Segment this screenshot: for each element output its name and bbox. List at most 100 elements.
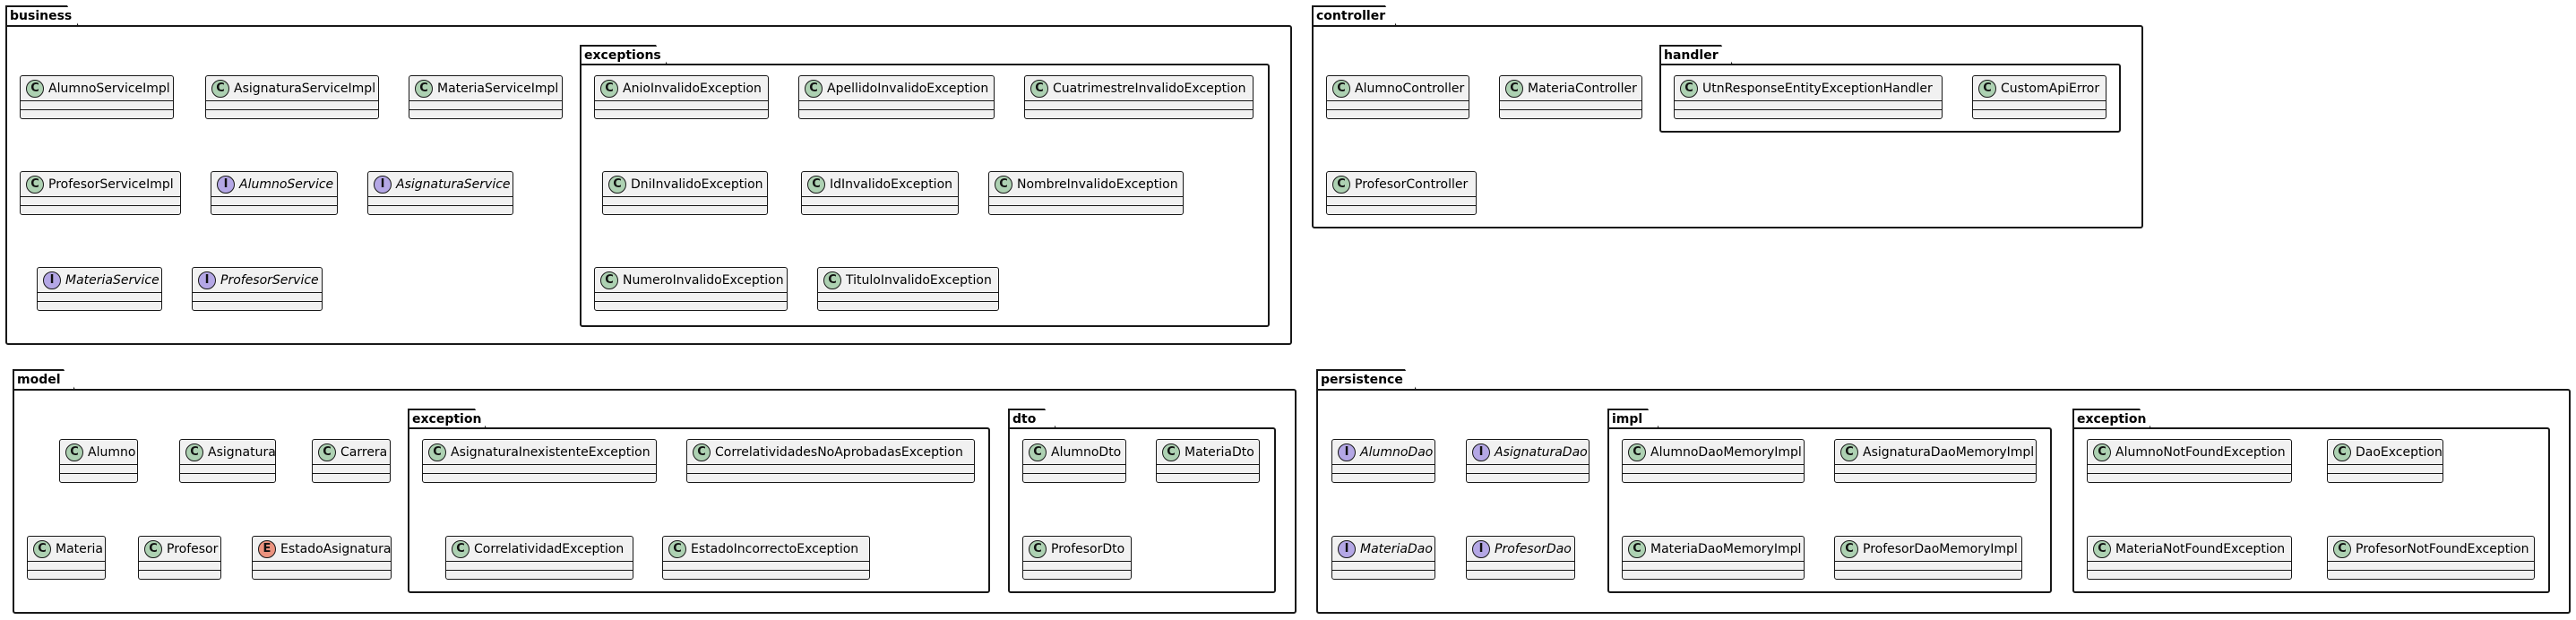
package-label-impl: impl (1612, 412, 1643, 426)
class-name: AsignaturaDaoMemoryImpl (1863, 444, 2035, 460)
package-model (13, 389, 1297, 614)
class-name: MateriaNotFoundException (2115, 541, 2286, 556)
package-label-handler: handler (1664, 48, 1719, 63)
package-tab-business: business (5, 5, 79, 26)
class-AsignaturaServiceImpl[interactable]: C AsignaturaServiceImpl (205, 75, 379, 119)
interface-name: AlumnoDao (1360, 444, 1434, 460)
class-stereotype-icon: C (1680, 79, 1698, 98)
package-tab-exceptions: exceptions (580, 45, 668, 65)
class-name: AlumnoController (1355, 81, 1465, 96)
class-name: AsignaturaServiceImpl (234, 81, 376, 96)
class-name: ProfesorDaoMemoryImpl (1863, 541, 2018, 556)
package-tab-impl: impl (1607, 409, 1659, 428)
interface-stereotype-icon: I (1338, 443, 1356, 461)
class-DniInvalidoException[interactable]: C DniInvalidoException (602, 171, 768, 215)
interface-name: AlumnoService (239, 177, 334, 192)
class-name: Carrera (340, 444, 388, 460)
class-stereotype-icon: C (452, 539, 470, 558)
class-stereotype-icon: C (1840, 539, 1858, 558)
class-name: MateriaDaoMemoryImpl (1650, 541, 1802, 556)
interface-name: ProfesorService (220, 272, 319, 288)
interface-AsignaturaDao[interactable]: I AsignaturaDao (1466, 439, 1590, 483)
class-stereotype-icon: C (26, 79, 44, 98)
package-controller (1312, 25, 2143, 228)
class-stereotype-icon: C (415, 79, 433, 98)
class-name: AsignaturaInexistenteException (451, 444, 650, 460)
class-MateriaServiceImpl[interactable]: C MateriaServiceImpl (409, 75, 563, 119)
package-tab-persistence-exception: exception (2072, 409, 2151, 428)
package-label-persistence-exception: exception (2077, 412, 2147, 426)
package-business (5, 25, 1292, 345)
class-name: AnioInvalidoException (623, 81, 762, 96)
class-AsignaturaInexistenteException[interactable]: C AsignaturaInexistenteException (422, 439, 657, 483)
class-name: IdInvalidoException (830, 177, 953, 192)
class-name: DniInvalidoException (631, 177, 763, 192)
class-stereotype-icon: C (211, 79, 229, 98)
class-name: NumeroInvalidoException (623, 272, 784, 288)
interface-name: AsignaturaDao (1495, 444, 1588, 460)
class-ProfesorDaoMemoryImpl[interactable]: C ProfesorDaoMemoryImpl (1834, 536, 2022, 580)
class-stereotype-icon: C (428, 443, 446, 461)
class-stereotype-icon: C (995, 175, 1012, 194)
class-CorrelatividadException[interactable]: C CorrelatividadException (445, 536, 633, 580)
enum-name: EstadoAsignatura (280, 541, 392, 556)
class-stereotype-icon: C (1628, 539, 1646, 558)
package-label-dto: dto (1012, 412, 1037, 426)
class-stereotype-icon: C (1332, 175, 1350, 194)
interface-stereotype-icon: I (1472, 443, 1490, 461)
class-stereotype-icon: C (805, 79, 823, 98)
class-name: AlumnoNotFoundException (2115, 444, 2286, 460)
package-tab-model-exception: exception (408, 409, 487, 428)
class-MateriaDaoMemoryImpl[interactable]: C MateriaDaoMemoryImpl (1622, 536, 1805, 580)
class-stereotype-icon: C (608, 175, 626, 194)
class-stereotype-icon: C (668, 539, 686, 558)
class-stereotype-icon: C (65, 443, 83, 461)
class-name: ProfesorDto (1051, 541, 1125, 556)
class-name: MateriaServiceImpl (437, 81, 559, 96)
class-stereotype-icon: C (2333, 443, 2351, 461)
package-tab-controller: controller (1312, 5, 1397, 26)
class-name: CorrelatividadException (474, 541, 625, 556)
interface-stereotype-icon: I (1338, 539, 1356, 558)
class-name: CorrelatividadesNoAprobadasException (715, 444, 963, 460)
package-label-controller: controller (1316, 9, 1386, 23)
